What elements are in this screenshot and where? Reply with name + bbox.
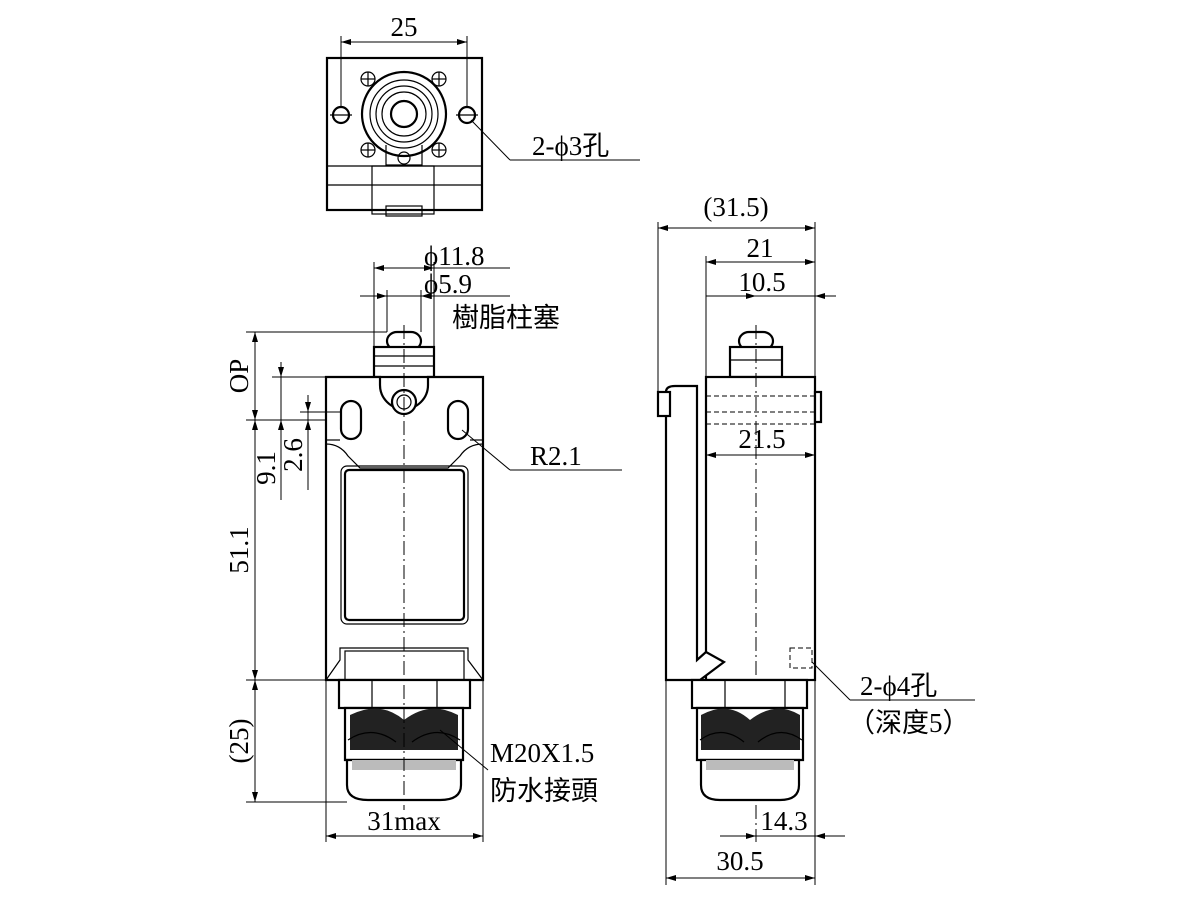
front-view-dia-inner-label: ϕ5.9: [424, 269, 472, 299]
side-view-body: [704, 375, 817, 682]
top-view-hole-callout: 2-ϕ3孔: [470, 119, 640, 161]
front-view-dim-2-6-label: 2.6: [278, 438, 308, 472]
side-view-bottom-hole-callout: 2-ϕ4孔 （深度5）: [811, 661, 975, 738]
side-view-lever: [664, 384, 727, 682]
front-view-thread-label: M20X1.5: [490, 738, 594, 768]
side-view-gland: [690, 678, 809, 802]
top-view-gland-stub: [371, 165, 435, 215]
front-view-width-label: 31max: [367, 806, 441, 836]
front-view-gland-height-label: (25): [224, 719, 254, 764]
side-view: (31.5) 21 10.5 21.5 2-ϕ4孔 （深度5）: [656, 192, 975, 885]
top-view-hole-label: 2-ϕ3孔: [532, 131, 609, 161]
side-view-mount-depth-label: 21.5: [738, 424, 785, 454]
side-view-overall-width-label: (31.5): [703, 192, 768, 222]
front-view-height-label: 51.1: [224, 526, 254, 573]
front-view-material-label: 樹脂柱塞: [452, 303, 560, 333]
front-view-radius-callout: R2.1: [461, 429, 622, 471]
front-view-height-dimensions: OP 51.1 9.1 2.6 (25): [224, 331, 387, 803]
front-view-left-slot: [339, 399, 363, 441]
top-view-screws: [360, 71, 447, 158]
side-view-bottom-hole-label: 2-ϕ4孔: [860, 671, 937, 701]
side-view-body-depth-label: 21: [747, 233, 774, 263]
side-view-plunger-offset-label: 10.5: [738, 267, 785, 297]
side-view-bottom-hole-depth-label: （深度5）: [848, 708, 970, 738]
front-view-thread-callout: M20X1.5 防水接頭: [439, 729, 598, 806]
side-view-top-dimensions: (31.5) 21 10.5 21.5: [657, 192, 836, 462]
side-view-bottom-width-label: 30.5: [716, 846, 763, 876]
front-view-plunger-diameter-dimensions: ϕ11.8 ϕ5.9 樹脂柱塞: [360, 241, 560, 346]
front-view-dia-outer-label: ϕ11.8: [424, 241, 484, 271]
front-view-right-slot: [446, 399, 470, 441]
front-view-op-label: OP: [224, 359, 254, 394]
side-view-bottom-offset-label: 14.3: [760, 806, 807, 836]
top-view-plunger-inner: [389, 99, 419, 129]
top-view-width-dimension: 25: [340, 12, 468, 108]
front-view-radius-label: R2.1: [530, 441, 582, 471]
front-view-width-dimension: 31max: [325, 680, 484, 842]
side-view-bottom-dimensions: 14.3 30.5: [665, 680, 845, 885]
top-view: 25 2-ϕ3孔: [325, 12, 640, 217]
front-view-dim-9-1-label: 9.1: [251, 451, 281, 485]
front-view-gland-label: 防水接頭: [490, 776, 598, 806]
front-view: ϕ11.8 ϕ5.9 樹脂柱塞 OP 51.1: [224, 241, 622, 842]
top-view-mount-holes: [330, 105, 478, 125]
top-view-width-label: 25: [391, 12, 418, 42]
